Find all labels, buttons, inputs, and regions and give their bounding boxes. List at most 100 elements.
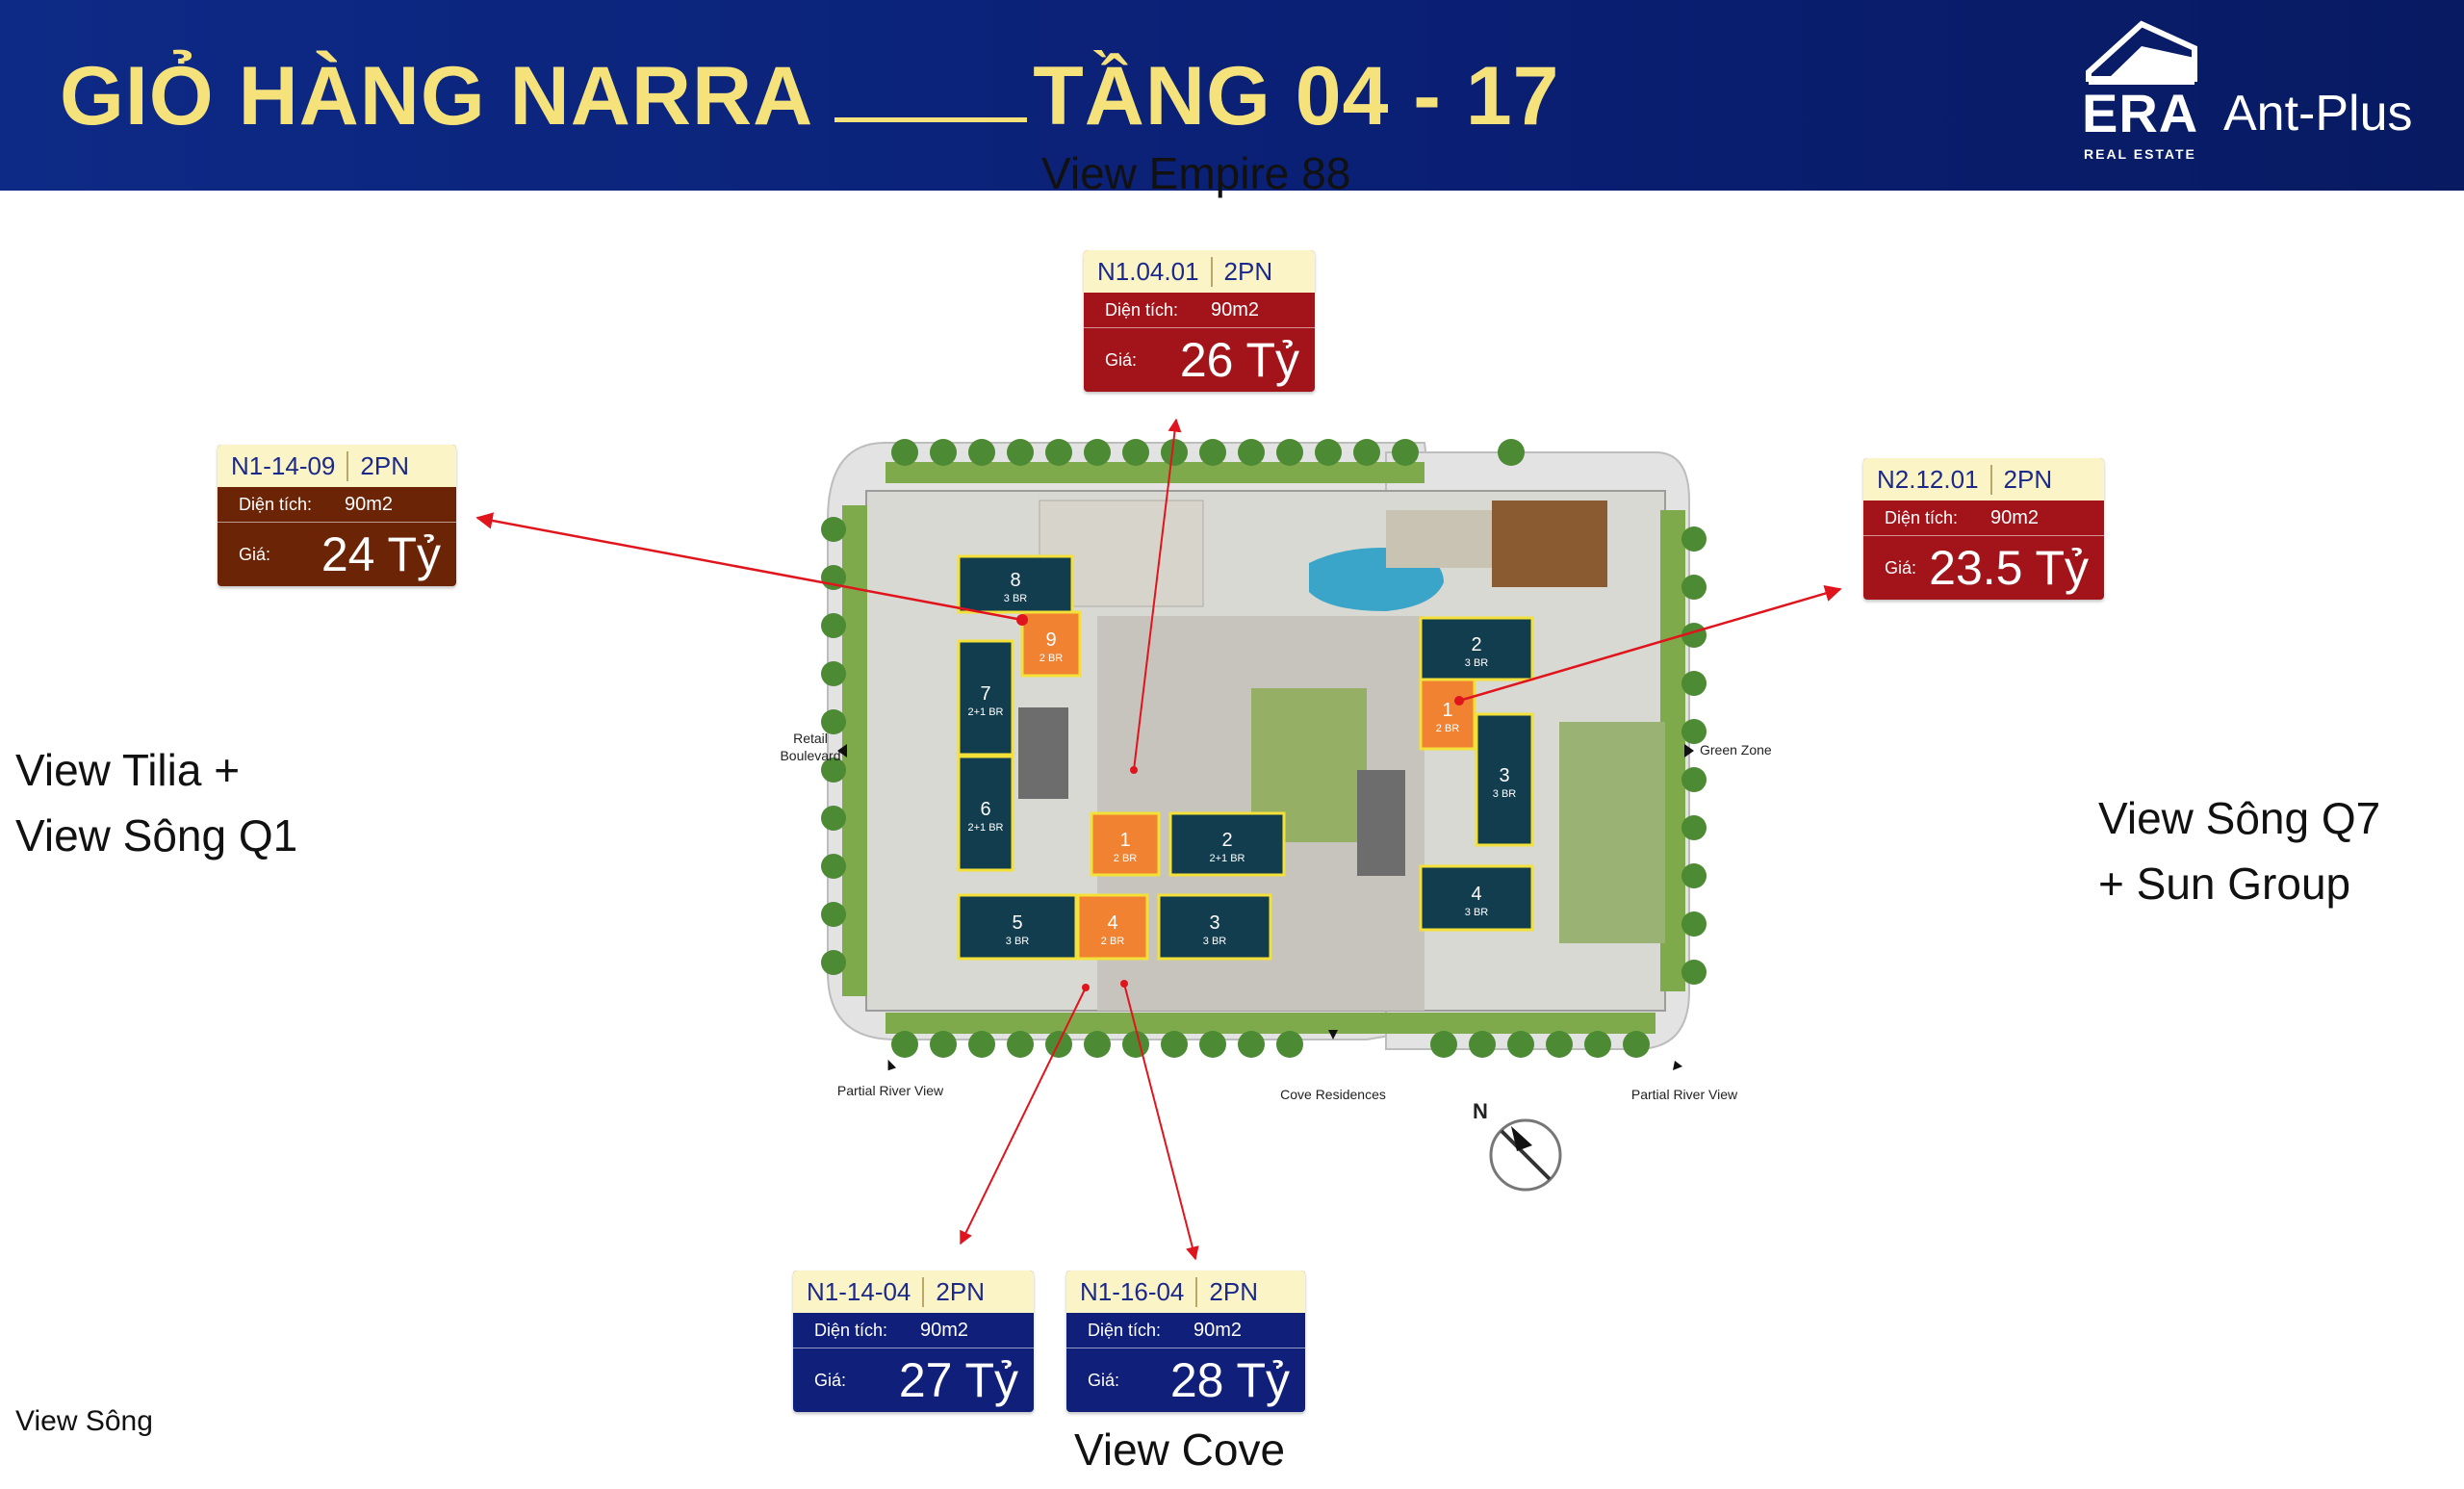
- area-row: Diện tích: 90m2: [1084, 293, 1315, 328]
- unit-type: 2 BR: [1436, 723, 1460, 734]
- unit-type: 2+1 BR: [1210, 853, 1245, 864]
- price-label: Giá:: [1088, 1370, 1120, 1390]
- view-q7-label-2: + Sun Group: [2098, 859, 2351, 909]
- pavilion: [1492, 501, 1607, 587]
- unit-type: 2 BR: [1114, 853, 1138, 864]
- retail-arrow-icon: [837, 744, 847, 757]
- area-label: Diện tích:: [1885, 507, 1959, 527]
- unit-box: [957, 755, 1014, 872]
- cove-residences-label: Cove Residences: [1280, 1087, 1386, 1102]
- title-divider: [834, 116, 1028, 122]
- area-value: 90m2: [1990, 506, 2040, 528]
- price-row: Giá: 24 Tỷ: [218, 523, 456, 586]
- title-right: TẦNG 04 - 17: [1033, 50, 1560, 142]
- unit-7: 72+1 BR: [957, 639, 1014, 757]
- card-header: N1-14-09 2PN: [218, 445, 456, 487]
- area-label: Diện tích:: [1088, 1320, 1162, 1340]
- area-row: Diện tích: 90m2: [793, 1313, 1034, 1348]
- unit-number: 4: [1107, 912, 1117, 934]
- price-row: Giá:27 Tỷ: [793, 1348, 1034, 1412]
- core-n2: [1357, 770, 1405, 876]
- unit-type: 2 BR: [1040, 653, 1064, 664]
- antplus-brand: Ant-Plus: [2223, 86, 2413, 141]
- area-row: Diện tích: 90m2: [218, 487, 456, 523]
- unit-box: [1475, 712, 1534, 847]
- area-label: Diện tích:: [1105, 299, 1179, 320]
- area-value: 90m2: [920, 1319, 969, 1341]
- price-label: Giá:: [1885, 557, 1917, 578]
- svg-text:N: N: [1473, 1099, 1488, 1123]
- unit-3: 33 BR: [1157, 893, 1272, 961]
- title-left: GIỎ HÀNG NARRA: [60, 50, 814, 142]
- green-zone-arrow-icon: [1684, 744, 1694, 757]
- unit-code: N2.12.01: [1863, 464, 1992, 495]
- area-value: 90m2: [345, 493, 394, 515]
- unit-number: 9: [1045, 629, 1056, 651]
- price-row: Giá: 28 Tỷ: [1066, 1348, 1305, 1412]
- partial-river-left-label: Partial River View: [837, 1083, 944, 1098]
- price-label: Giá:: [1105, 349, 1138, 370]
- era-brand-sub: REAL ESTATE: [2084, 146, 2196, 162]
- green-strip-south: [886, 1013, 1656, 1034]
- unit-box: [1157, 893, 1272, 961]
- unit-number: 1: [1442, 700, 1452, 721]
- unit-8: 83 BR: [957, 554, 1074, 614]
- card-header: N2.12.01 2PN: [1863, 458, 2104, 501]
- unit-5: 5 3 BR: [957, 893, 1078, 961]
- area-label: Diện tích:: [239, 494, 313, 514]
- area-value: 90m2: [1194, 1319, 1243, 1341]
- unit-bedrooms: 2PN: [1223, 256, 1273, 286]
- unit-code: N1.04.01: [1084, 256, 1213, 287]
- core-n1: [1018, 707, 1068, 799]
- price-card-tilia: N1-14-09 2PN Diện tích: 90m2 Giá: 24 Tỷ: [218, 445, 456, 586]
- unit-type: 3 BR: [1465, 657, 1489, 669]
- retail-label-line1: Retail: [793, 731, 828, 746]
- price-label: Giá:: [239, 544, 271, 564]
- unit-type: 3 BR: [1006, 936, 1030, 947]
- green-zone-label: Green Zone: [1700, 742, 1772, 757]
- area-value: 90m2: [1211, 298, 1260, 321]
- unit-number: 4: [1471, 884, 1481, 905]
- unit-type: 2 BR: [1101, 936, 1125, 947]
- price-value: 26 Tỷ: [1179, 333, 1299, 387]
- price-value: 24 Tỷ: [321, 527, 441, 581]
- unit-number: 6: [980, 799, 990, 820]
- unit-bedrooms: 2PN: [360, 450, 409, 480]
- unit-type: 2+1 BR: [968, 706, 1004, 718]
- unit-code: N1-14-09: [218, 450, 349, 481]
- unit-bedrooms: 2PN: [936, 1276, 985, 1306]
- partial-river-right-label: Partial River View: [1631, 1087, 1738, 1102]
- price-card-empire: N1.04.01 2PN Diện tích: 90m2 Giá: 26 Tỷ: [1084, 250, 1315, 392]
- price-value: 27 Tỷ: [898, 1353, 1018, 1407]
- unit-type: 3 BR: [1203, 936, 1227, 947]
- unit-1: 1 2 BR: [1419, 678, 1476, 751]
- unit-number: 5: [1012, 912, 1022, 934]
- price-value: 28 Tỷ: [1169, 1353, 1290, 1407]
- unit-box: [1076, 893, 1149, 961]
- view-q7-label-1: View Sông Q7: [2098, 793, 2381, 843]
- unit-bedrooms: 2PN: [2003, 464, 2053, 494]
- view-cove-label: View Cove: [1074, 1425, 1286, 1475]
- page-title: GIỎ HÀNG NARRA TẦNG 04 - 17: [60, 48, 1560, 144]
- view-empire-label: View Empire 88: [1041, 148, 1351, 198]
- unit-code: N1-16-04: [1066, 1276, 1198, 1307]
- north-compass-icon: N: [1473, 1099, 1562, 1192]
- partial-right-arrow-icon: [1673, 1061, 1682, 1070]
- area-row: Diện tích: 90m2: [1863, 501, 2104, 536]
- footer-note: View Sông: [15, 1405, 153, 1437]
- unit-number: 7: [980, 683, 990, 705]
- unit-number: 3: [1499, 765, 1509, 786]
- unit-1: 12 BR: [1090, 811, 1161, 877]
- unit-code: N1-14-04: [793, 1276, 925, 1307]
- price-row: Giá: 26 Tỷ: [1084, 328, 1315, 392]
- unit-2: 2 3 BR: [1419, 616, 1534, 681]
- card-header: N1-14-04 2PN: [793, 1271, 1034, 1313]
- area-label: Diện tích:: [814, 1320, 888, 1340]
- card-header: N1.04.01 2PN: [1084, 250, 1315, 293]
- unit-number: 2: [1471, 634, 1481, 655]
- east-green: [1559, 722, 1665, 943]
- header-banner: [0, 0, 2464, 191]
